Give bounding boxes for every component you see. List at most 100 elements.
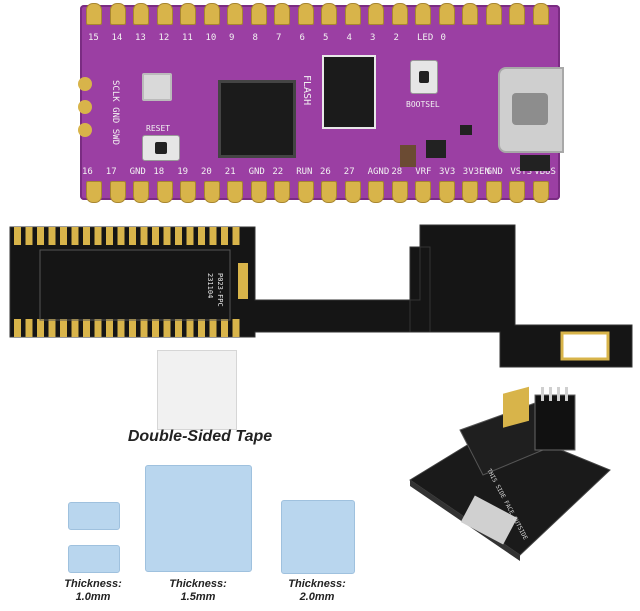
thermal-caption-1: Thickness: 1.0mm — [38, 578, 148, 604]
gold-pad — [227, 181, 243, 203]
pin-label: VSYS — [510, 167, 533, 177]
flash-chip — [322, 55, 376, 129]
pin-label: 4 — [346, 33, 352, 43]
pin-label: 11 — [182, 33, 193, 43]
side-pad — [78, 123, 92, 137]
gold-pad — [297, 181, 314, 203]
fpc-contact — [129, 227, 136, 245]
fpc-contact — [198, 227, 205, 245]
pin-label: GND — [129, 167, 146, 177]
pin-label: VRF — [415, 167, 432, 177]
thickness-value: 1.0mm — [75, 591, 111, 603]
pin-label: 7 — [276, 33, 282, 43]
gold-pad — [509, 3, 525, 25]
thermal-pad-2mm — [281, 500, 355, 574]
gold-pad — [133, 181, 149, 203]
gold-pad — [532, 181, 549, 203]
tape-label: Double-Sided Tape — [127, 428, 273, 445]
pin-label: 16 — [82, 167, 93, 177]
fpc-contact — [221, 319, 228, 337]
gold-pad — [368, 181, 384, 203]
pin-label: 5 — [323, 33, 329, 43]
fpc-contact — [25, 319, 33, 337]
fpc-outline — [39, 249, 231, 321]
thermal-pad-1mm-b — [68, 545, 120, 573]
pin-label: 20 — [201, 167, 212, 177]
fpc-tab-window — [560, 331, 610, 361]
fpc-marking-2: 231104 — [206, 273, 214, 298]
fpc-contacts-top — [14, 227, 240, 245]
fpc-contact — [152, 227, 159, 245]
sd-adapter-board: THIS SIDE FACE OUTSIDE — [409, 386, 611, 561]
gold-pad — [391, 181, 408, 203]
fpc-contact — [117, 227, 125, 245]
gold-pad — [509, 181, 525, 203]
fpc-contact — [25, 227, 33, 245]
fpc-contact — [152, 319, 159, 337]
fpc-contact — [94, 319, 102, 337]
fpc-contact — [198, 319, 205, 337]
fpc-contact — [14, 319, 21, 337]
gold-pad — [462, 3, 478, 25]
fpc-contact — [221, 227, 228, 245]
edge-contacts — [503, 386, 529, 428]
pin-label: GND — [248, 167, 265, 177]
gold-pad — [344, 181, 361, 203]
pin-label: 3V3 — [439, 167, 456, 177]
thermal-caption-2: Thickness: 1.5mm — [143, 578, 253, 604]
pin-label: RUN — [296, 167, 313, 177]
led-component — [520, 155, 550, 171]
fpc-contact — [37, 319, 44, 337]
fpc-contact — [209, 227, 217, 245]
gold-pad — [156, 181, 173, 203]
sd-slot — [460, 495, 518, 545]
pin-label: 15 — [88, 33, 99, 43]
pin-label: 28 — [391, 167, 403, 177]
pin-label: 21 — [224, 167, 236, 177]
fpc-contact — [209, 319, 217, 337]
gold-pad — [321, 181, 337, 203]
fpc-contact — [83, 227, 90, 245]
fpc-contact — [232, 227, 240, 245]
fpc-cable: P023-FPC 231104 — [9, 224, 633, 368]
pin-label: 3 — [370, 33, 376, 43]
pin-label: 2 — [393, 33, 399, 43]
gold-pad — [180, 181, 196, 203]
header-pins — [541, 387, 568, 401]
gold-pad — [321, 3, 337, 25]
pin-label: 6 — [299, 33, 305, 43]
gold-pad — [274, 3, 290, 25]
pin-label: AGND — [367, 167, 390, 177]
pin-header — [534, 394, 576, 451]
gold-pad — [180, 3, 196, 25]
gold-pad — [415, 181, 431, 203]
fpc-side-contacts — [238, 263, 248, 299]
fpc-contact — [37, 227, 44, 245]
gold-pad — [485, 181, 502, 203]
thickness-label: Thickness: — [64, 578, 122, 590]
gold-pad — [86, 3, 102, 25]
fpc-contact — [232, 319, 240, 337]
fpc-contact — [186, 319, 194, 337]
gold-pad — [109, 3, 126, 25]
gold-pad — [391, 3, 408, 25]
gold-pad — [227, 3, 243, 25]
thermal-pad-1mm-a — [68, 502, 120, 530]
fpc-contact — [175, 319, 182, 337]
gold-pad — [133, 3, 149, 25]
gold-pad — [203, 3, 220, 25]
fpc-contact — [60, 227, 67, 245]
bootsel-label: BOOTSEL — [406, 100, 440, 109]
side-pad — [78, 77, 92, 91]
fpc-contact — [163, 319, 171, 337]
gold-pad — [415, 3, 431, 25]
thickness-value: 1.5mm — [180, 591, 216, 603]
pin-label: 17 — [105, 167, 117, 177]
fpc-contact — [163, 227, 171, 245]
thickness-label: Thickness: — [288, 578, 346, 590]
thermal-pad-1-5mm — [145, 465, 252, 572]
double-sided-tape — [157, 350, 237, 430]
gold-pad — [274, 181, 290, 203]
pin-label: GND — [486, 167, 503, 177]
